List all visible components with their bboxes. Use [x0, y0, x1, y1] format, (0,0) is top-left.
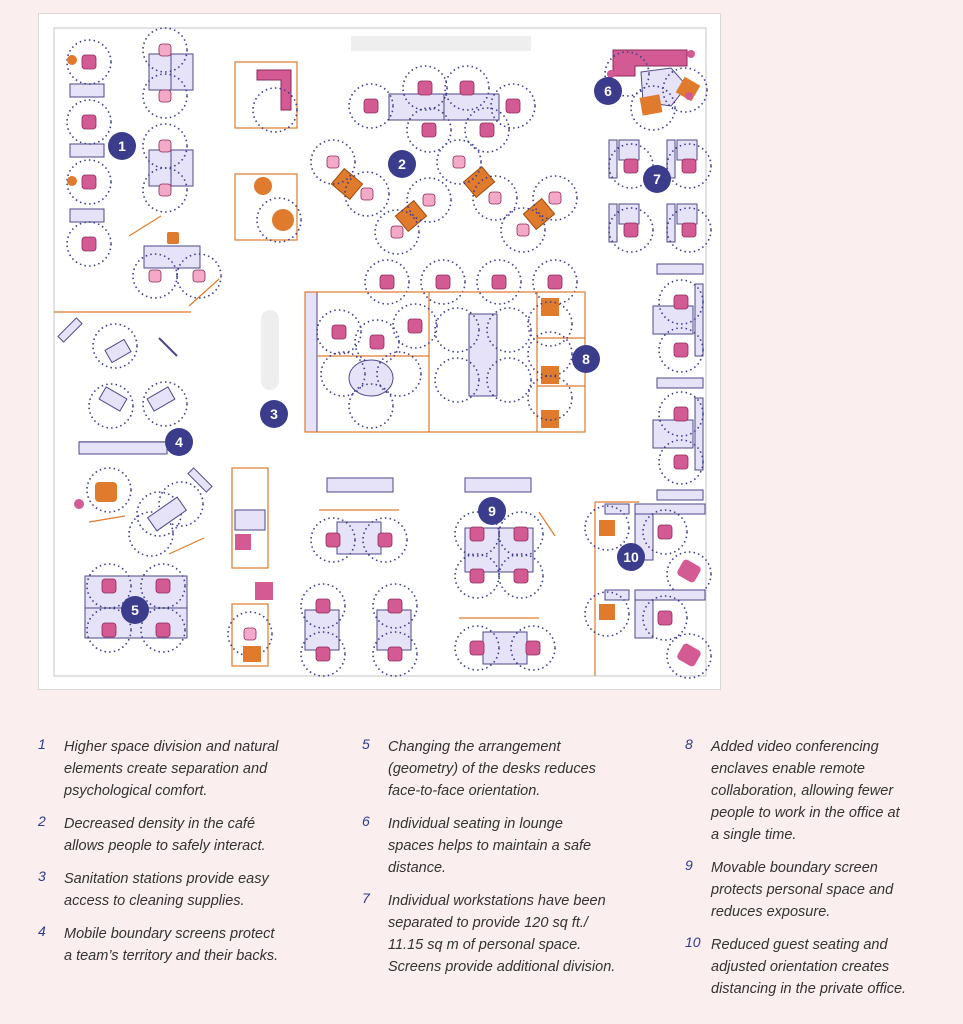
legend-text: Individual workstations have been separa… [388, 893, 616, 975]
legend-text: Changing the arrangement (geometry) of t… [388, 739, 596, 799]
legend-number: 3 [38, 868, 46, 884]
legend-number: 7 [362, 890, 370, 906]
floor-plan: 1 2 3 4 5 6 7 8 9 10 [53, 27, 712, 679]
badge-6: 6 [594, 77, 622, 105]
legend-item-1: 1 Higher space division and natural elem… [38, 736, 328, 802]
floor-plan-frame: 1 2 3 4 5 6 7 8 9 10 [38, 13, 721, 690]
legend-item-8: 8 Added video conferencing enclaves enab… [685, 736, 955, 846]
svg-text:7: 7 [653, 171, 661, 187]
zone-7-workstations [608, 139, 712, 501]
svg-text:6: 6 [604, 83, 612, 99]
svg-text:5: 5 [131, 602, 139, 618]
legend-text: Added video conferencing enclaves enable… [711, 739, 900, 843]
badge-4: 4 [165, 428, 193, 456]
svg-text:3: 3 [270, 406, 278, 422]
legend-text: Movable boundary screen protects persona… [711, 860, 894, 920]
zone-10-private-office [584, 501, 712, 679]
badge-1: 1 [108, 132, 136, 160]
legend-item-9: 9 Movable boundary screen protects perso… [685, 857, 955, 923]
legend-number: 4 [38, 923, 46, 939]
legend-column-1: 1 Higher space division and natural elem… [38, 736, 328, 977]
legend-item-4: 4 Mobile boundary screens protect a team… [38, 923, 328, 967]
legend-number: 1 [38, 736, 46, 752]
legend-item-3: 3 Sanitation stations provide easy acces… [38, 868, 328, 912]
zone-1-workstations [54, 27, 302, 313]
legend-number: 5 [362, 736, 370, 752]
zone-4-lounge [57, 317, 213, 557]
svg-text:4: 4 [175, 434, 183, 450]
zone-badges: 1 2 3 4 5 6 7 8 9 10 [108, 77, 671, 624]
svg-text:1: 1 [118, 138, 126, 154]
badge-8: 8 [572, 345, 600, 373]
legend-column-2: 5 Changing the arrangement (geometry) of… [362, 736, 662, 988]
legend-item-5: 5 Changing the arrangement (geometry) of… [362, 736, 662, 802]
legend-text: Individual seating in lounge spaces help… [388, 816, 592, 876]
svg-text:9: 9 [488, 503, 496, 519]
legend-number: 10 [685, 934, 701, 950]
legend-item-10: 10 Reduced guest seating and adjusted or… [685, 934, 955, 1000]
legend-text: Mobile boundary screens protect a team’s… [64, 926, 279, 964]
zone-3-8-meeting [261, 291, 586, 433]
badge-9: 9 [478, 497, 506, 525]
badge-3: 3 [260, 400, 288, 428]
zone-2-cafe [310, 36, 578, 305]
badge-10: 10 [617, 543, 645, 571]
badge-7: 7 [643, 165, 671, 193]
legend-number: 6 [362, 813, 370, 829]
svg-text:2: 2 [398, 156, 406, 172]
legend-text: Reduced guest seating and adjusted orien… [711, 937, 907, 997]
svg-text:8: 8 [582, 351, 590, 367]
legend-number: 8 [685, 736, 693, 752]
legend-item-7: 7 Individual workstations have been sepa… [362, 890, 662, 978]
legend-item-2: 2 Decreased density in the café allows p… [38, 813, 328, 857]
legend-text: Sanitation stations provide easy access … [64, 871, 269, 909]
legend-text: Higher space division and natural elemen… [64, 739, 279, 799]
badge-2: 2 [388, 150, 416, 178]
legend-number: 9 [685, 857, 693, 873]
svg-text:10: 10 [623, 549, 639, 565]
zone-9-desks [300, 477, 556, 677]
legend-number: 2 [38, 813, 46, 829]
zone-6-lounge [604, 49, 708, 131]
legend-column-3: 8 Added video conferencing enclaves enab… [685, 736, 955, 1010]
badge-5: 5 [121, 596, 149, 624]
legend-text: Decreased density in the café allows peo… [64, 816, 266, 854]
legend-item-6: 6 Individual seating in lounge spaces he… [362, 813, 662, 879]
